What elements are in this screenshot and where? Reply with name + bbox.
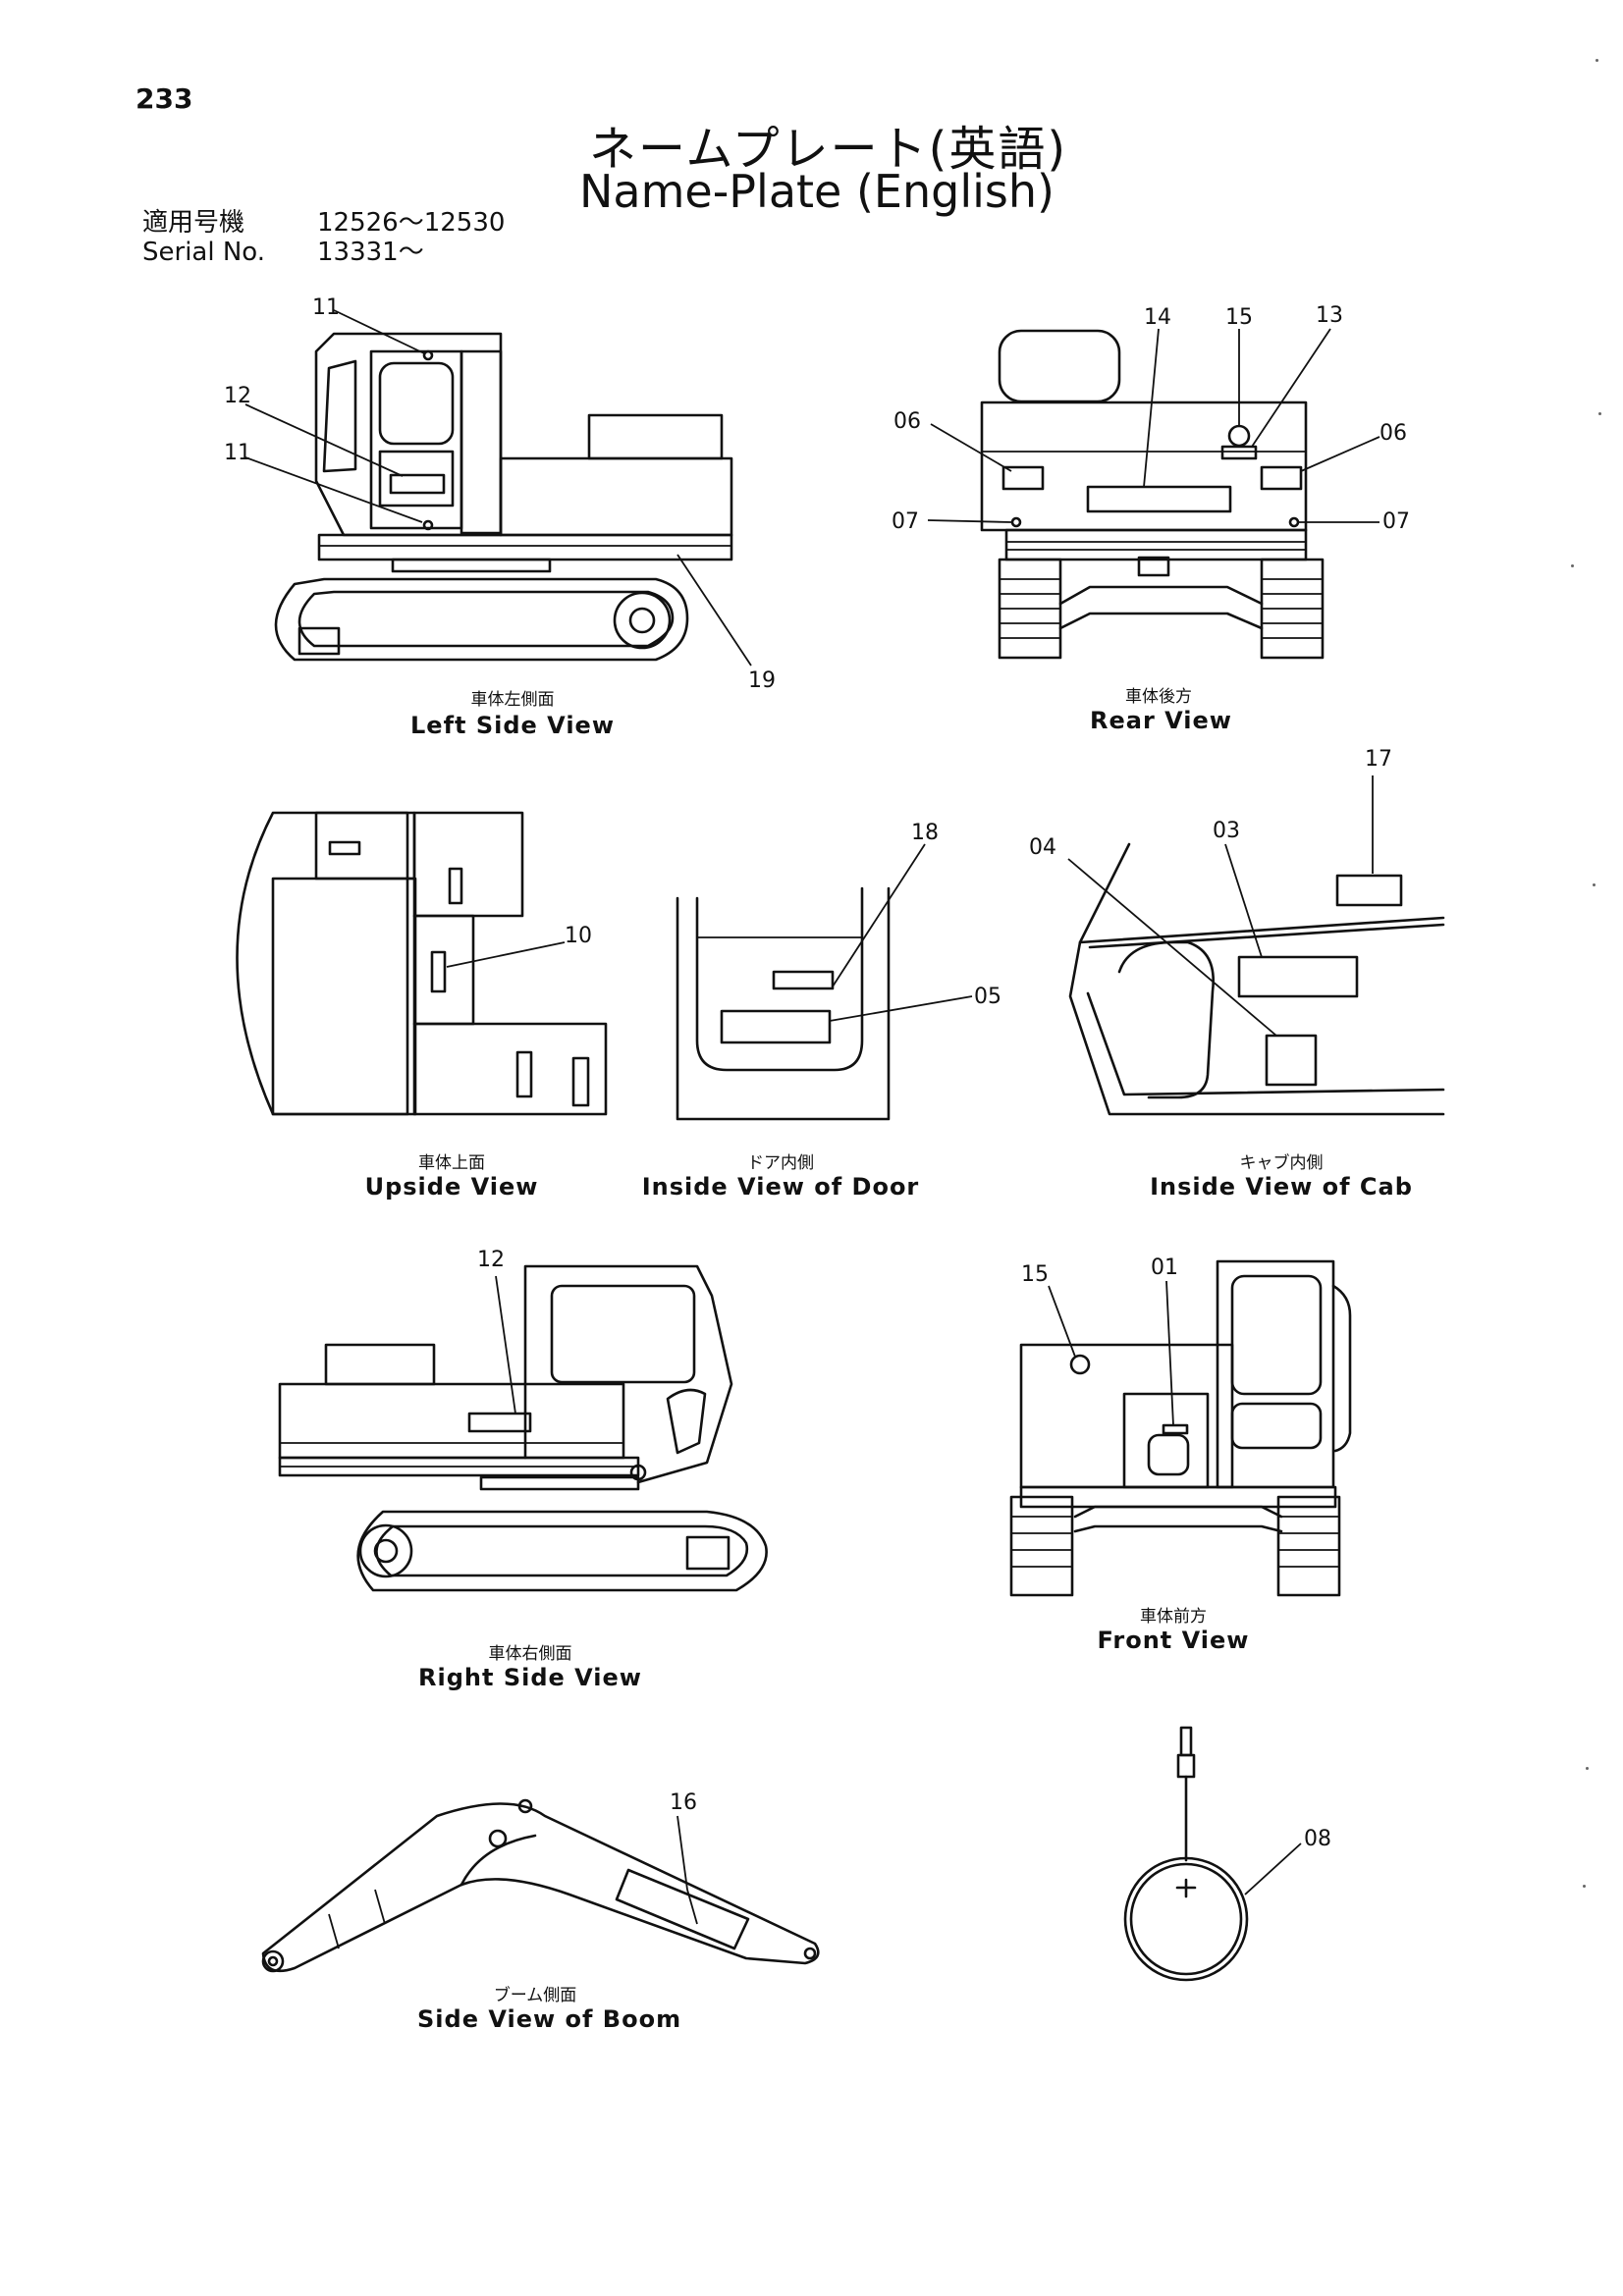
callout-11-upper: 11 [312, 295, 340, 320]
callout-11-lower: 11 [224, 441, 251, 465]
callout-17: 17 [1365, 747, 1392, 772]
page-number: 233 [135, 82, 193, 115]
caption-boom-jp: ブーム側面 [493, 1986, 577, 2005]
callout-06-right: 06 [1380, 421, 1407, 446]
caption-upside-jp: 車体上面 [418, 1153, 485, 1173]
callout-05: 05 [974, 985, 1001, 1009]
callout-10: 10 [565, 924, 592, 948]
callout-07-right: 07 [1382, 509, 1410, 534]
caption-rear-jp: 車体後方 [1125, 687, 1192, 707]
callout-13: 13 [1316, 303, 1343, 328]
callout-16: 16 [670, 1790, 697, 1815]
page-title-english: Name-Plate (English) [579, 165, 1055, 218]
scan-speck [1593, 883, 1596, 886]
callout-08: 08 [1304, 1827, 1331, 1851]
callout-14: 14 [1144, 305, 1171, 330]
scan-speck [1583, 1885, 1586, 1888]
callout-12-left: 12 [224, 384, 251, 408]
scan-speck [1571, 564, 1574, 567]
rear-view-drawing [927, 328, 1380, 660]
door-inside-drawing [676, 843, 973, 1121]
caption-boom: Side View of Boom [417, 2005, 682, 2033]
scan-speck [1596, 59, 1598, 62]
caption-door: Inside View of Door [641, 1173, 920, 1201]
caption-upside: Upside View [364, 1173, 539, 1201]
caption-cab-jp: キャブ内側 [1239, 1153, 1324, 1173]
callout-15-front: 15 [1021, 1262, 1049, 1287]
serial-range-1: 12526～12530 [317, 208, 506, 238]
serial-label-english: Serial No. [142, 238, 265, 267]
caption-front-jp: 車体前方 [1140, 1607, 1207, 1627]
caption-right-side: Right Side View [418, 1664, 642, 1691]
callout-12-right: 12 [477, 1248, 505, 1272]
caption-left-side: Left Side View [410, 712, 615, 739]
callout-18: 18 [911, 821, 939, 845]
caption-right-side-jp: 車体右側面 [488, 1644, 572, 1664]
left-side-view-drawing [244, 309, 752, 667]
boom-side-drawing [261, 1798, 820, 1973]
cab-inside-drawing [1067, 775, 1445, 1116]
serial-label: 適用号機 Serial No. [142, 208, 265, 267]
front-view-drawing [1009, 1259, 1352, 1597]
round-plate-drawing [1123, 1726, 1302, 1982]
caption-door-jp: ドア内側 [747, 1153, 814, 1173]
callout-15-rear: 15 [1225, 305, 1253, 330]
callout-01: 01 [1151, 1255, 1178, 1280]
caption-rear: Rear View [1090, 707, 1232, 734]
callout-07-left: 07 [892, 509, 919, 534]
serial-values: 12526～12530 13331～ [317, 208, 505, 267]
callout-19: 19 [748, 668, 776, 693]
page-title-japanese: ネームプレート(英語) [589, 122, 1068, 177]
scan-speck [1598, 412, 1601, 415]
caption-front: Front View [1097, 1627, 1250, 1654]
serial-label-japanese: 適用号機 [142, 208, 245, 238]
callout-03: 03 [1213, 819, 1240, 843]
scan-speck [1586, 1767, 1589, 1770]
upside-view-drawing [236, 811, 608, 1116]
serial-range-2: 13331～ [317, 238, 424, 267]
callout-06-left: 06 [893, 409, 921, 434]
caption-left-side-jp: 車体左側面 [470, 690, 555, 710]
caption-cab: Inside View of Cab [1150, 1173, 1413, 1201]
callout-04: 04 [1029, 835, 1056, 860]
right-side-view-drawing [278, 1264, 768, 1592]
